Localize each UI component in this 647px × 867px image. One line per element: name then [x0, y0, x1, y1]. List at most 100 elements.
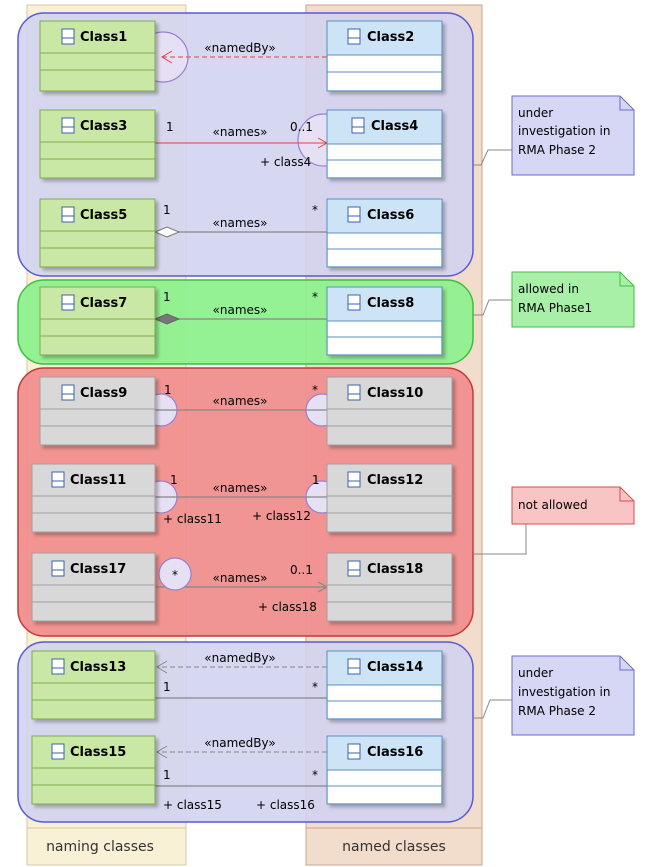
- class-icon: [347, 471, 361, 488]
- class-icon: [347, 28, 361, 45]
- link-stereotype: «names»: [213, 481, 268, 495]
- class-icon: [347, 743, 361, 760]
- mult-src: 1: [166, 120, 174, 134]
- class-name: Class10: [367, 386, 423, 401]
- class-box-class9[interactable]: Class9: [39, 376, 156, 446]
- class-name: Class16: [367, 745, 423, 760]
- mult-src: 1: [163, 680, 171, 694]
- class-name: Class8: [367, 296, 414, 311]
- link-stereotype: «namedBy»: [204, 651, 275, 665]
- mult-tgt: *: [312, 203, 318, 217]
- class-box-class6[interactable]: Class6: [326, 198, 443, 268]
- class-icon: [347, 560, 361, 577]
- mult-src: 1: [170, 473, 178, 487]
- note-under-investigation-1[interactable]: under investigation in RMA Phase 2: [473, 95, 635, 176]
- highlight-circle: [158, 557, 192, 591]
- class-box-class4[interactable]: Class4: [326, 109, 443, 179]
- class-icon: [61, 384, 75, 401]
- role-tgt: + class4: [260, 155, 311, 169]
- class-icon: [51, 658, 65, 675]
- class-box-class1[interactable]: Class1: [39, 20, 156, 92]
- class-name: Class9: [80, 386, 127, 401]
- mult-src: 1: [163, 290, 171, 304]
- note-line: RMA Phase 2: [518, 704, 596, 718]
- mult-src: *: [172, 568, 178, 582]
- class-name: Class14: [367, 660, 423, 675]
- class-name: Class17: [70, 562, 126, 577]
- link-namedby-class14-class13: «namedBy» 1 *: [155, 651, 327, 699]
- class-name: Class2: [367, 30, 414, 45]
- note-line: not allowed: [518, 498, 588, 512]
- composition-diamond: [153, 313, 181, 325]
- class-box-class12[interactable]: Class12: [326, 463, 453, 533]
- link-stereotype: «names»: [213, 303, 268, 317]
- link-stereotype: «namedBy»: [204, 736, 275, 750]
- class-box-class8[interactable]: Class8: [326, 286, 443, 356]
- mult-tgt: 1: [312, 473, 320, 487]
- class-box-class16[interactable]: Class16: [326, 735, 443, 805]
- role-src: + class15: [163, 798, 222, 812]
- class-box-class2[interactable]: Class2: [326, 20, 443, 92]
- mult-src: 1: [163, 768, 171, 782]
- class-icon: [61, 294, 75, 311]
- class-icon: [347, 294, 361, 311]
- link-stereotype: «names»: [213, 125, 268, 139]
- class-icon: [61, 206, 75, 223]
- class-name: Class3: [80, 119, 127, 134]
- mult-tgt: *: [312, 680, 318, 694]
- note-line: under: [518, 106, 553, 120]
- class-icon: [347, 658, 361, 675]
- mult-src: 1: [164, 383, 172, 397]
- note-allowed[interactable]: allowed in RMA Phase1: [473, 271, 635, 328]
- class-name: Class5: [80, 208, 127, 223]
- link-stereotype: «names»: [213, 394, 268, 408]
- class-icon: [61, 117, 75, 134]
- link-names-class17-class18: * «names» 0..1 + class18: [155, 557, 329, 614]
- class-icon: [51, 560, 65, 577]
- class-box-class17[interactable]: Class17: [31, 552, 156, 622]
- class-name: Class12: [367, 473, 423, 488]
- aggregation-diamond: [153, 226, 181, 238]
- link-stereotype: «namedBy»: [204, 41, 275, 55]
- class-icon: [347, 206, 361, 223]
- link-stereotype: «names»: [213, 571, 268, 585]
- class-box-class7[interactable]: Class7: [39, 286, 156, 356]
- class-name: Class4: [371, 119, 418, 134]
- class-box-class15[interactable]: Class15: [31, 735, 156, 805]
- class-box-class11[interactable]: Class11: [31, 463, 156, 533]
- mult-tgt: *: [312, 383, 318, 397]
- class-name: Class1: [80, 30, 127, 45]
- note-line: investigation in: [518, 685, 610, 699]
- class-icon: [51, 471, 65, 488]
- class-icon: [351, 117, 365, 134]
- link-stereotype: «names»: [213, 216, 268, 230]
- class-box-class14[interactable]: Class14: [326, 650, 443, 720]
- note-line: under: [518, 666, 553, 680]
- link-composition-class7-class8: 1 «names» *: [153, 290, 327, 325]
- link-namedby-class16-class15: «namedBy» 1 * + class15 + class16: [155, 736, 327, 812]
- note-line: investigation in: [518, 124, 610, 138]
- note-under-investigation-2[interactable]: under investigation in RMA Phase 2: [473, 655, 635, 736]
- note-line: allowed in: [518, 282, 579, 296]
- role-tgt: + class16: [256, 798, 315, 812]
- role-src: + class11: [163, 512, 222, 526]
- class-box-class13[interactable]: Class13: [31, 650, 156, 720]
- class-name: Class6: [367, 208, 414, 223]
- class-icon: [347, 384, 361, 401]
- lane-label-naming: naming classes: [46, 839, 154, 855]
- note-line: RMA Phase 2: [518, 143, 596, 157]
- role-tgt: + class18: [258, 600, 317, 614]
- role-tgt: + class12: [252, 509, 311, 523]
- mult-tgt: *: [312, 290, 318, 304]
- class-box-class5[interactable]: Class5: [39, 198, 156, 268]
- class-box-class3[interactable]: Class3: [39, 109, 156, 179]
- class-name: Class15: [70, 745, 126, 760]
- class-icon: [61, 28, 75, 45]
- mult-src: 1: [163, 203, 171, 217]
- mult-tgt: *: [312, 768, 318, 782]
- note-line: RMA Phase1: [518, 301, 592, 315]
- class-box-class10[interactable]: Class10: [326, 376, 453, 446]
- class-name: Class7: [80, 296, 127, 311]
- class-box-class18[interactable]: Class18: [326, 552, 453, 622]
- note-not-allowed[interactable]: not allowed: [473, 486, 635, 555]
